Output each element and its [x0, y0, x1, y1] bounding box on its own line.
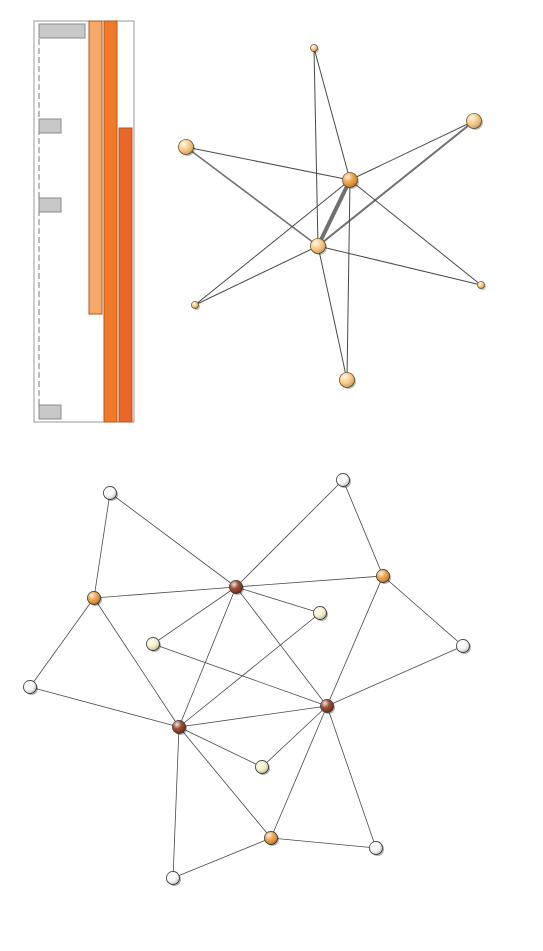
network-edge-n2-n4 — [235, 479, 344, 588]
network-edge-n9-n11 — [326, 645, 464, 707]
star-edge-s_top-s_hub1 — [313, 47, 351, 181]
star-node-s_right — [477, 281, 486, 290]
star-edge-s_hub2-s_left_bottom — [194, 245, 319, 306]
network-edge-n4-n5 — [235, 575, 384, 588]
gray-bars — [38, 23, 86, 420]
gray-bar-4 — [38, 404, 62, 420]
network-edge-n2-n5 — [342, 479, 384, 577]
gray-bar-3 — [38, 197, 62, 213]
network-node-n11 — [320, 699, 335, 714]
network-edge-n3-n10 — [93, 597, 180, 728]
star-nodes — [178, 44, 486, 389]
network-edge-n11-n12 — [261, 705, 328, 768]
star-edge-s_hub1-s_left_bottom — [194, 179, 351, 306]
network-node-n7 — [146, 637, 161, 652]
star-node-s_left — [178, 139, 195, 156]
network-edge-n13-n15 — [172, 837, 272, 879]
star-node-s_left_bottom — [191, 301, 200, 310]
orange-bars — [88, 20, 133, 423]
star-edges — [185, 47, 482, 381]
network-edge-n11-n13 — [270, 705, 328, 839]
network-edge-n4-n11 — [235, 586, 328, 707]
network-node-n15 — [166, 871, 181, 886]
network-node-n1 — [103, 486, 118, 501]
star-node-s_bottom — [339, 372, 356, 389]
gray-bar-2 — [38, 118, 62, 134]
network-node-n8 — [23, 680, 38, 695]
star-node-s_right_top — [466, 113, 483, 130]
orange-bar-c — [118, 127, 133, 423]
network-node-n6 — [313, 606, 328, 621]
network-edge-n5-n9 — [382, 575, 464, 647]
gray-bar-1 — [38, 23, 86, 39]
star-node-s_hub1 — [342, 172, 359, 189]
network-graph — [23, 473, 471, 886]
star-edge-s_top-s_hub2 — [313, 47, 319, 247]
star-edge-s_hub2-s_right — [317, 245, 482, 286]
star-edge-s_left-s_hub1 — [185, 146, 351, 181]
network-edge-n3-n4 — [93, 586, 237, 599]
network-edge-n4-n10 — [178, 586, 237, 728]
network-nodes — [23, 473, 471, 886]
network-edges — [29, 479, 464, 879]
network-node-n10 — [172, 720, 187, 735]
star-edge-s_left-s_hub2 — [185, 146, 319, 247]
network-edge-n5-n11 — [326, 575, 384, 707]
star-edge-s_hub1-s_bottom — [346, 179, 351, 381]
star-node-s_top — [310, 44, 319, 53]
network-node-n13 — [264, 831, 279, 846]
network-edge-n10-n12 — [178, 726, 263, 768]
network-edge-n10-n13 — [178, 726, 272, 839]
network-node-n3 — [87, 591, 102, 606]
network-node-n9 — [456, 639, 471, 654]
star-edge-s_hub2-s_right_top — [317, 120, 475, 247]
network-edge-n7-n11 — [152, 643, 328, 707]
network-edge-n10-n11 — [178, 705, 328, 728]
network-node-n2 — [336, 473, 351, 488]
network-node-n4 — [229, 580, 244, 595]
network-edge-n1-n3 — [93, 492, 111, 599]
star-graph — [178, 44, 486, 389]
network-edge-n8-n10 — [29, 686, 180, 728]
network-node-n12 — [255, 760, 270, 775]
network-edge-n3-n8 — [29, 597, 95, 688]
network-node-n14 — [369, 841, 384, 856]
matrix-panel — [33, 20, 135, 423]
network-edge-n1-n4 — [109, 492, 237, 588]
network-edge-n4-n6 — [235, 586, 321, 614]
star-edge-s_hub1-s_hub2 — [316, 179, 352, 247]
network-edge-n10-n15 — [172, 726, 180, 879]
network-edge-n10-n6 — [178, 612, 321, 728]
star-edge-s_hub1-s_right_top — [349, 120, 475, 181]
network-node-n5 — [376, 569, 391, 584]
network-edge-n4-n7 — [152, 586, 237, 645]
network-edge-n11-n14 — [326, 705, 377, 849]
star-node-s_hub2 — [310, 238, 327, 255]
star-edge-s_hub2-s_bottom — [317, 245, 348, 381]
orange-bar-b — [103, 20, 118, 423]
network-edge-n13-n14 — [270, 837, 377, 849]
star-edge-s_hub1-s_right — [349, 179, 482, 286]
orange-bar-a — [88, 20, 103, 315]
